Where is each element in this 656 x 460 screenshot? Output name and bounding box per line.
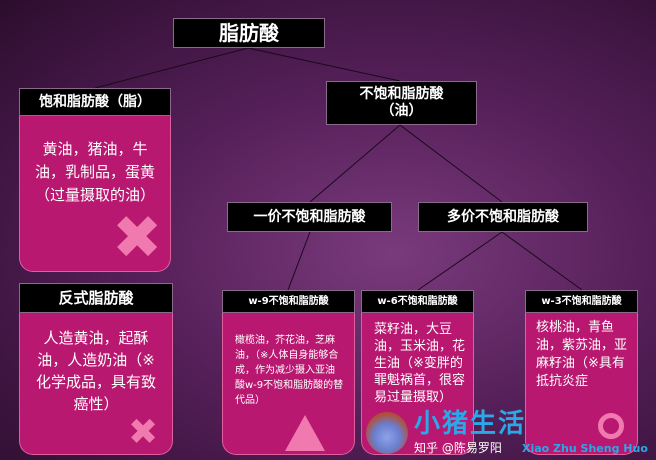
circle-icon: [598, 413, 624, 439]
mono-header: 一价不饱和脂肪酸: [227, 202, 392, 232]
unsaturated-label-2: （油）: [380, 103, 423, 119]
saturated-header: 饱和脂肪酸（脂）: [19, 88, 171, 116]
unsaturated-header: 不饱和脂肪酸 （油）: [326, 81, 477, 125]
watermark-brand: 小猪生活: [414, 409, 527, 439]
w3-card: 核桃油，青鱼油，紫苏油，亚麻籽油（※具有抵抗炎症: [525, 313, 638, 455]
w6-header: w-6不饱和脂肪酸: [361, 290, 474, 313]
x-mark-icon: ✖: [128, 412, 159, 453]
poly-header: 多价不饱和脂肪酸: [418, 202, 588, 232]
w9-card: 橄榄油，芥花油，芝麻油，（※人体自身能够合成，作为减少摄入亚油酸w-9不饱和脂肪…: [222, 313, 355, 455]
unsaturated-label-1: 不饱和脂肪酸: [359, 86, 444, 103]
w9-text: 橄榄油，芥花油，芝麻油，（※人体自身能够合成，作为减少摄入亚油酸w-9不饱和脂肪…: [235, 335, 344, 406]
trans-header: 反式脂肪酸: [19, 283, 173, 313]
pig-mascot-icon: [366, 412, 408, 454]
watermark-pinyin: Xiao Zhu Sheng Huo: [522, 442, 648, 455]
x-mark-icon: ✖: [112, 203, 163, 273]
w3-header: w-3不饱和脂肪酸: [525, 290, 638, 313]
title-box: 脂肪酸: [173, 18, 325, 48]
w9-header: w-9不饱和脂肪酸: [222, 290, 355, 313]
watermark-account: 知乎 @陈易罗阳: [414, 441, 502, 455]
triangle-icon: [285, 415, 325, 451]
w3-text: 核桃油，青鱼油，紫苏油，亚麻籽油（※具有抵抗炎症: [536, 320, 628, 389]
saturated-text: 黄油，猪油，牛油，乳制品，蛋黄（过量摄取的油）: [34, 140, 155, 204]
saturated-card: 黄油，猪油，牛油，乳制品，蛋黄（过量摄取的油） ✖: [19, 116, 171, 272]
w6-card: 菜籽油，大豆油，玉米油，花生油（※变胖的罪魁祸首，很容易过量摄取）: [361, 313, 474, 455]
trans-text: 人造黄油，起酥油，人造奶油（※化学成品，具有致癌性）: [35, 329, 156, 413]
w6-text: 菜籽油，大豆油，玉米油，花生油（※变胖的罪魁祸首，很容易过量摄取）: [374, 322, 466, 405]
trans-card: 人造黄油，起酥油，人造奶油（※化学成品，具有致癌性） ✖: [19, 313, 173, 455]
